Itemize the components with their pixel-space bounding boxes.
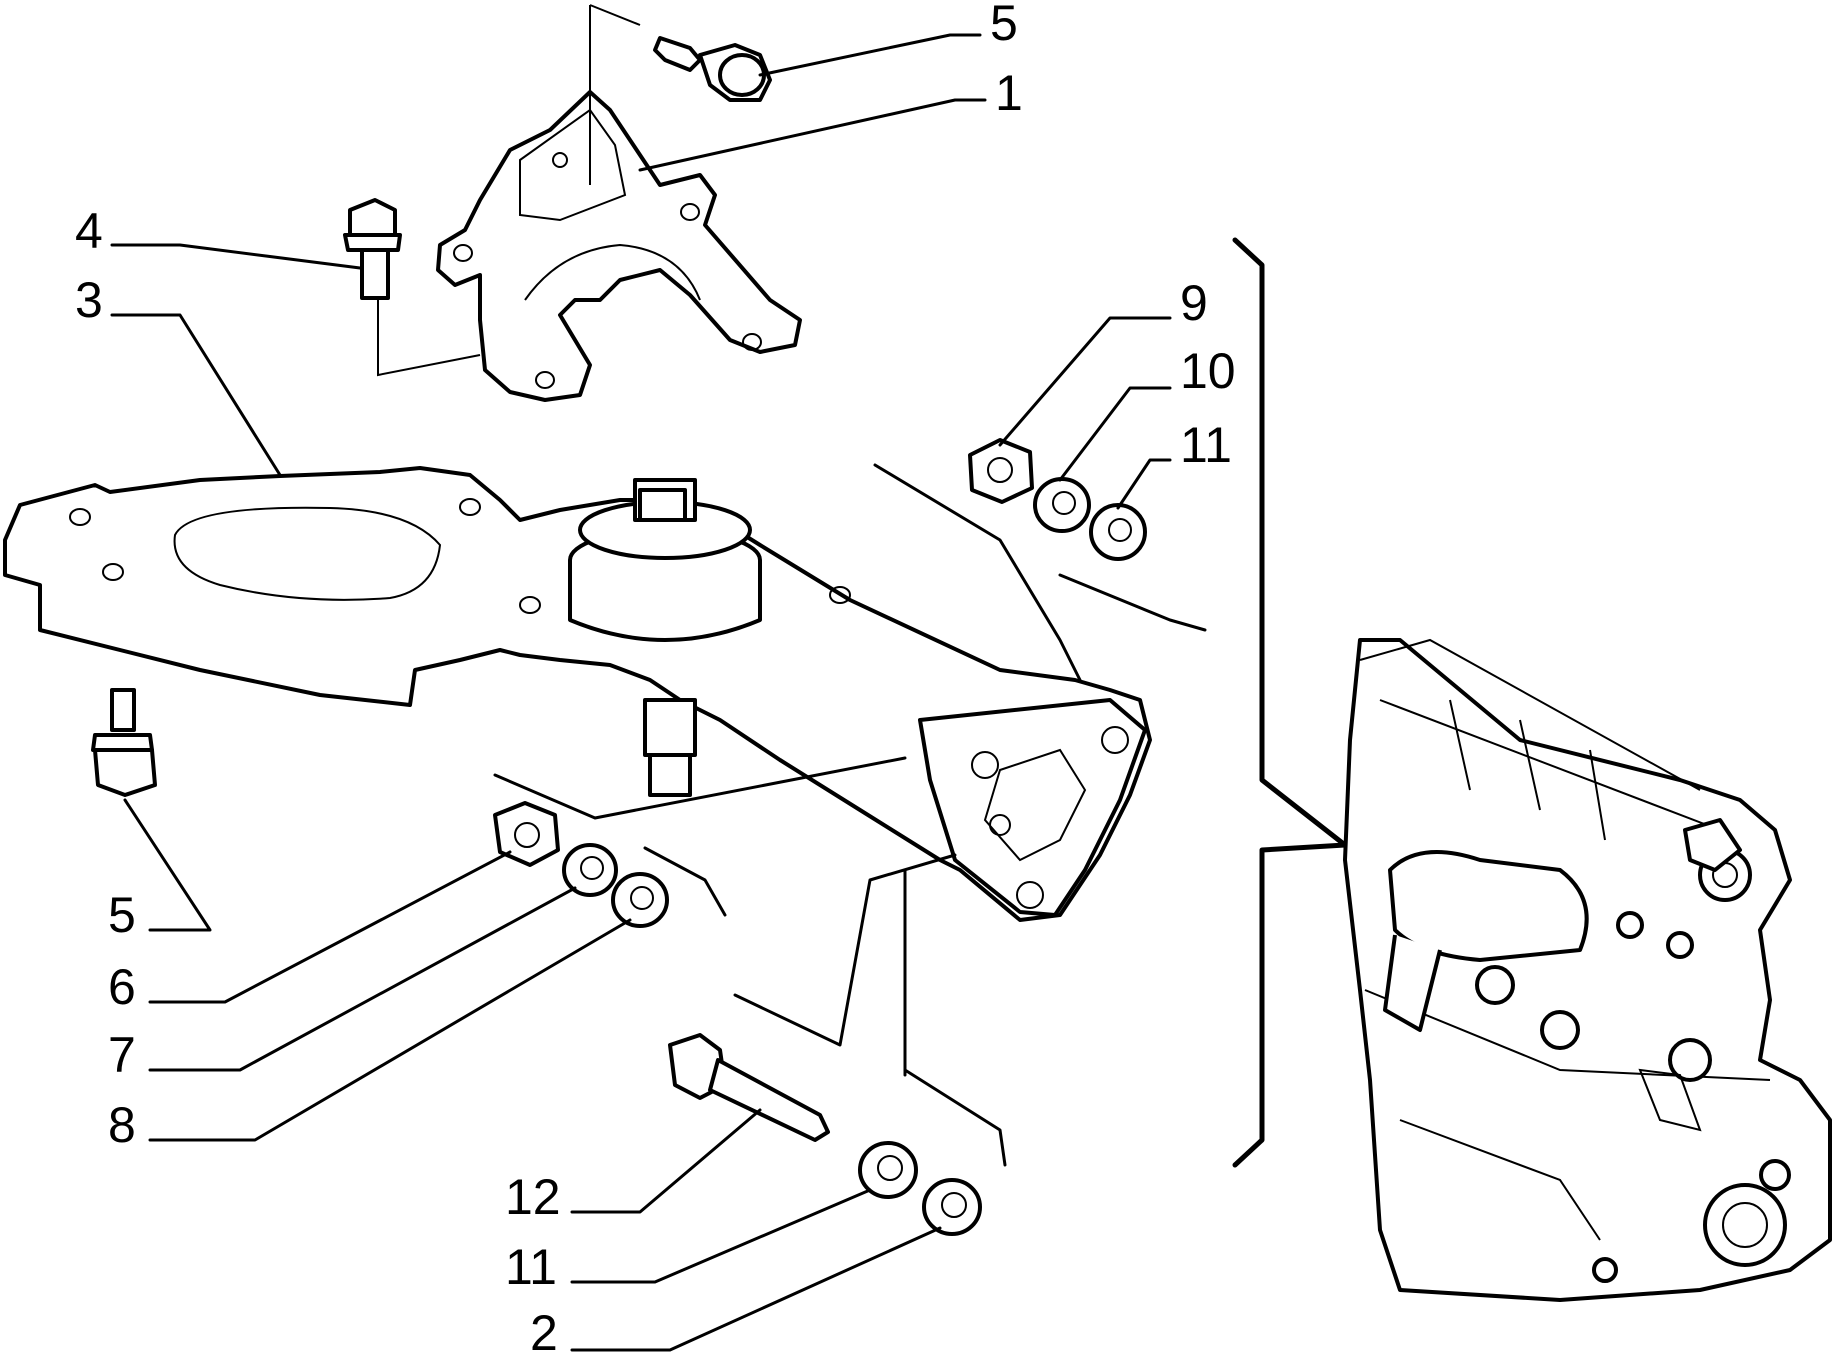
callout-2: 2 bbox=[530, 1305, 558, 1354]
part-8-washer bbox=[611, 872, 669, 928]
part-6-nut bbox=[493, 801, 560, 867]
callout-4: 4 bbox=[75, 203, 103, 259]
callout-5-bottom: 5 bbox=[108, 887, 136, 943]
part-5-lower-bolt bbox=[91, 688, 157, 797]
callout-11-upper: 11 bbox=[1180, 417, 1232, 473]
part-7-washer bbox=[562, 843, 618, 897]
part-11-washer-upper bbox=[1089, 503, 1147, 561]
part-1-upper-bracket bbox=[436, 90, 802, 402]
callout-9: 9 bbox=[1180, 275, 1208, 331]
part-11-washer-lower bbox=[858, 1141, 918, 1199]
callout-labels: 5 1 4 3 9 10 11 5 6 7 8 12 11 2 bbox=[75, 0, 1236, 1354]
leader-lines bbox=[110, 33, 1172, 1352]
part-2-washer bbox=[922, 1178, 982, 1236]
part-12-bolt bbox=[668, 1033, 830, 1142]
callout-8: 8 bbox=[108, 1097, 136, 1153]
engine-block bbox=[1343, 638, 1832, 1302]
callout-1: 1 bbox=[995, 65, 1023, 121]
callout-11-lower: 11 bbox=[505, 1239, 557, 1295]
callout-12: 12 bbox=[505, 1169, 561, 1225]
callout-5-top: 5 bbox=[990, 0, 1018, 51]
callout-7: 7 bbox=[108, 1027, 136, 1083]
callout-6: 6 bbox=[108, 959, 136, 1015]
part-10-washer bbox=[1033, 477, 1091, 533]
part-9-nut bbox=[968, 438, 1034, 504]
callout-10: 10 bbox=[1180, 343, 1236, 399]
part-4-bolt bbox=[343, 198, 402, 300]
part-5-upper-bolt bbox=[653, 36, 772, 102]
part-3-support-arm bbox=[3, 466, 1152, 922]
callout-3: 3 bbox=[75, 272, 103, 328]
